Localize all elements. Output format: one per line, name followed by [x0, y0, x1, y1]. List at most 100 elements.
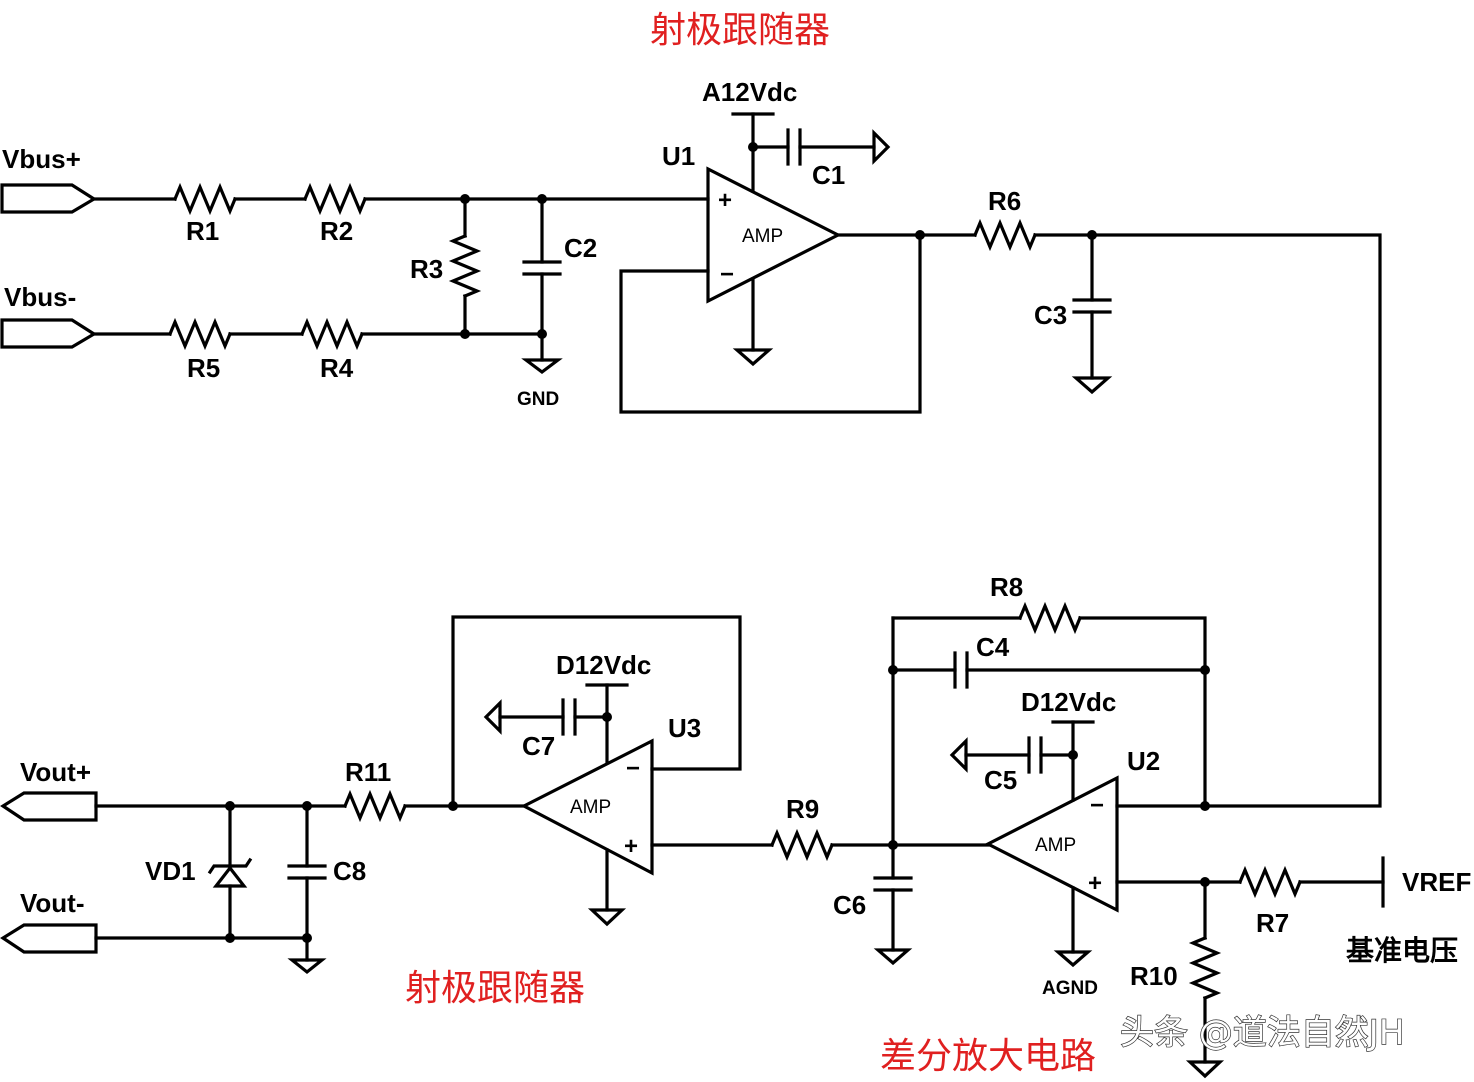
label-c3: C3	[1034, 300, 1067, 330]
capacitor-c6	[873, 876, 913, 892]
label-c7: C7	[522, 731, 555, 761]
label-vbus-plus: Vbus+	[2, 144, 81, 174]
ground-c3	[1071, 376, 1113, 395]
junction-u1-supply	[748, 142, 758, 152]
wire-r6-bus	[1033, 233, 1382, 808]
zener-vd1-bar	[207, 857, 253, 875]
junction-c2-top	[537, 194, 547, 204]
resistor-r7	[1237, 865, 1303, 899]
zener-vd1	[212, 865, 248, 888]
port-vout-minus	[0, 923, 98, 954]
capacitor-c3	[1072, 298, 1112, 314]
wire-r8	[891, 616, 1207, 808]
title-follower-bottom: 射极跟随器	[405, 968, 585, 1009]
port-vbus-plus	[0, 183, 98, 214]
u1-plus-pin: +	[718, 187, 732, 214]
label-c5: C5	[984, 765, 1017, 795]
u3-minus-pin: −	[626, 755, 640, 782]
label-vout-minus: Vout-	[20, 888, 85, 918]
resistor-r5	[167, 317, 233, 351]
resistor-r2	[302, 182, 368, 216]
capacitor-c2	[522, 260, 562, 276]
u2-body-label: AMP	[1035, 835, 1076, 856]
junction-u2-supply	[1068, 750, 1078, 760]
resistor-r11	[342, 789, 408, 823]
u1-minus-pin: −	[720, 261, 734, 288]
label-r9: R9	[786, 794, 819, 824]
junction-u1-output	[915, 230, 925, 240]
label-vbus-minus: Vbus-	[4, 282, 76, 312]
label-c6: C6	[833, 890, 866, 920]
watermark: 头条 @道法自然JH	[1120, 1013, 1404, 1053]
label-vref: VREF	[1402, 867, 1471, 897]
wire-u3-feedback	[451, 615, 742, 808]
label-d12vdc-u3: D12Vdc	[556, 650, 651, 680]
label-a12vdc: A12Vdc	[702, 77, 797, 107]
label-d12vdc-u2: D12Vdc	[1021, 687, 1116, 717]
label-r5: R5	[187, 353, 220, 383]
ground-c6	[873, 948, 913, 966]
label-u1: U1	[662, 141, 695, 171]
ground-u1	[732, 348, 774, 367]
junction-r3-bottom	[460, 329, 470, 339]
label-c4: C4	[976, 632, 1010, 662]
capacitor-c7	[561, 698, 577, 736]
u3-plus-pin: +	[624, 833, 638, 860]
ground-gnd-top	[521, 358, 563, 374]
port-vout-plus	[0, 791, 98, 822]
opamp-u1	[706, 166, 842, 304]
label-c8: C8	[333, 856, 366, 886]
junction-c4-right	[1200, 665, 1210, 675]
label-gnd: GND	[517, 389, 559, 410]
label-u3: U3	[668, 713, 701, 743]
opamp-u2	[984, 775, 1119, 913]
ground-c7	[483, 699, 502, 735]
resistor-r6	[972, 218, 1038, 252]
label-r8: R8	[990, 572, 1023, 602]
junction-r3-top	[460, 194, 470, 204]
label-r3: R3	[410, 254, 443, 284]
u2-plus-pin: +	[1088, 870, 1102, 897]
label-r7: R7	[1256, 908, 1289, 938]
label-u2: U2	[1127, 746, 1160, 776]
label-agnd: AGND	[1042, 978, 1098, 999]
title-follower-top: 射极跟随器	[650, 10, 830, 51]
resistor-r4	[299, 317, 365, 351]
title-diff-amp: 差分放大电路	[880, 1036, 1096, 1077]
resistor-r3	[448, 233, 482, 299]
junction-c2-bottom	[537, 329, 547, 339]
resistor-r8	[1017, 601, 1083, 635]
u2-minus-pin: −	[1090, 792, 1104, 819]
label-vd1: VD1	[145, 856, 196, 886]
junction-u3-supply	[602, 712, 612, 722]
ground-r10	[1185, 1060, 1225, 1079]
capacitor-c8	[287, 864, 327, 880]
label-r4: R4	[320, 353, 354, 383]
junction-c4-left	[888, 665, 898, 675]
label-r2: R2	[320, 216, 353, 246]
label-vout-plus: Vout+	[20, 757, 91, 787]
capacitor-c1	[786, 128, 802, 166]
wire-u1-feedback	[619, 233, 922, 414]
opamp-u3	[520, 738, 654, 876]
junction-u2-minus	[1200, 801, 1210, 811]
ground-u3	[587, 908, 627, 927]
label-r11: R11	[345, 757, 391, 787]
port-vbus-minus	[0, 318, 98, 349]
capacitor-c5	[1027, 736, 1043, 774]
label-r10: R10	[1130, 961, 1178, 991]
label-reference: 基准电压	[1346, 934, 1458, 967]
capacitor-c4	[953, 651, 969, 689]
resistor-r1	[172, 182, 238, 216]
label-r6: R6	[988, 186, 1021, 216]
ground-c5	[949, 737, 968, 773]
label-r1: R1	[186, 216, 219, 246]
resistor-r9	[769, 828, 835, 862]
label-c2: C2	[564, 233, 597, 263]
ground-c8	[287, 958, 327, 975]
label-c1: C1	[812, 160, 845, 190]
resistor-r10	[1188, 935, 1222, 1001]
u3-body-label: AMP	[570, 797, 611, 818]
u1-body-label: AMP	[742, 226, 783, 247]
